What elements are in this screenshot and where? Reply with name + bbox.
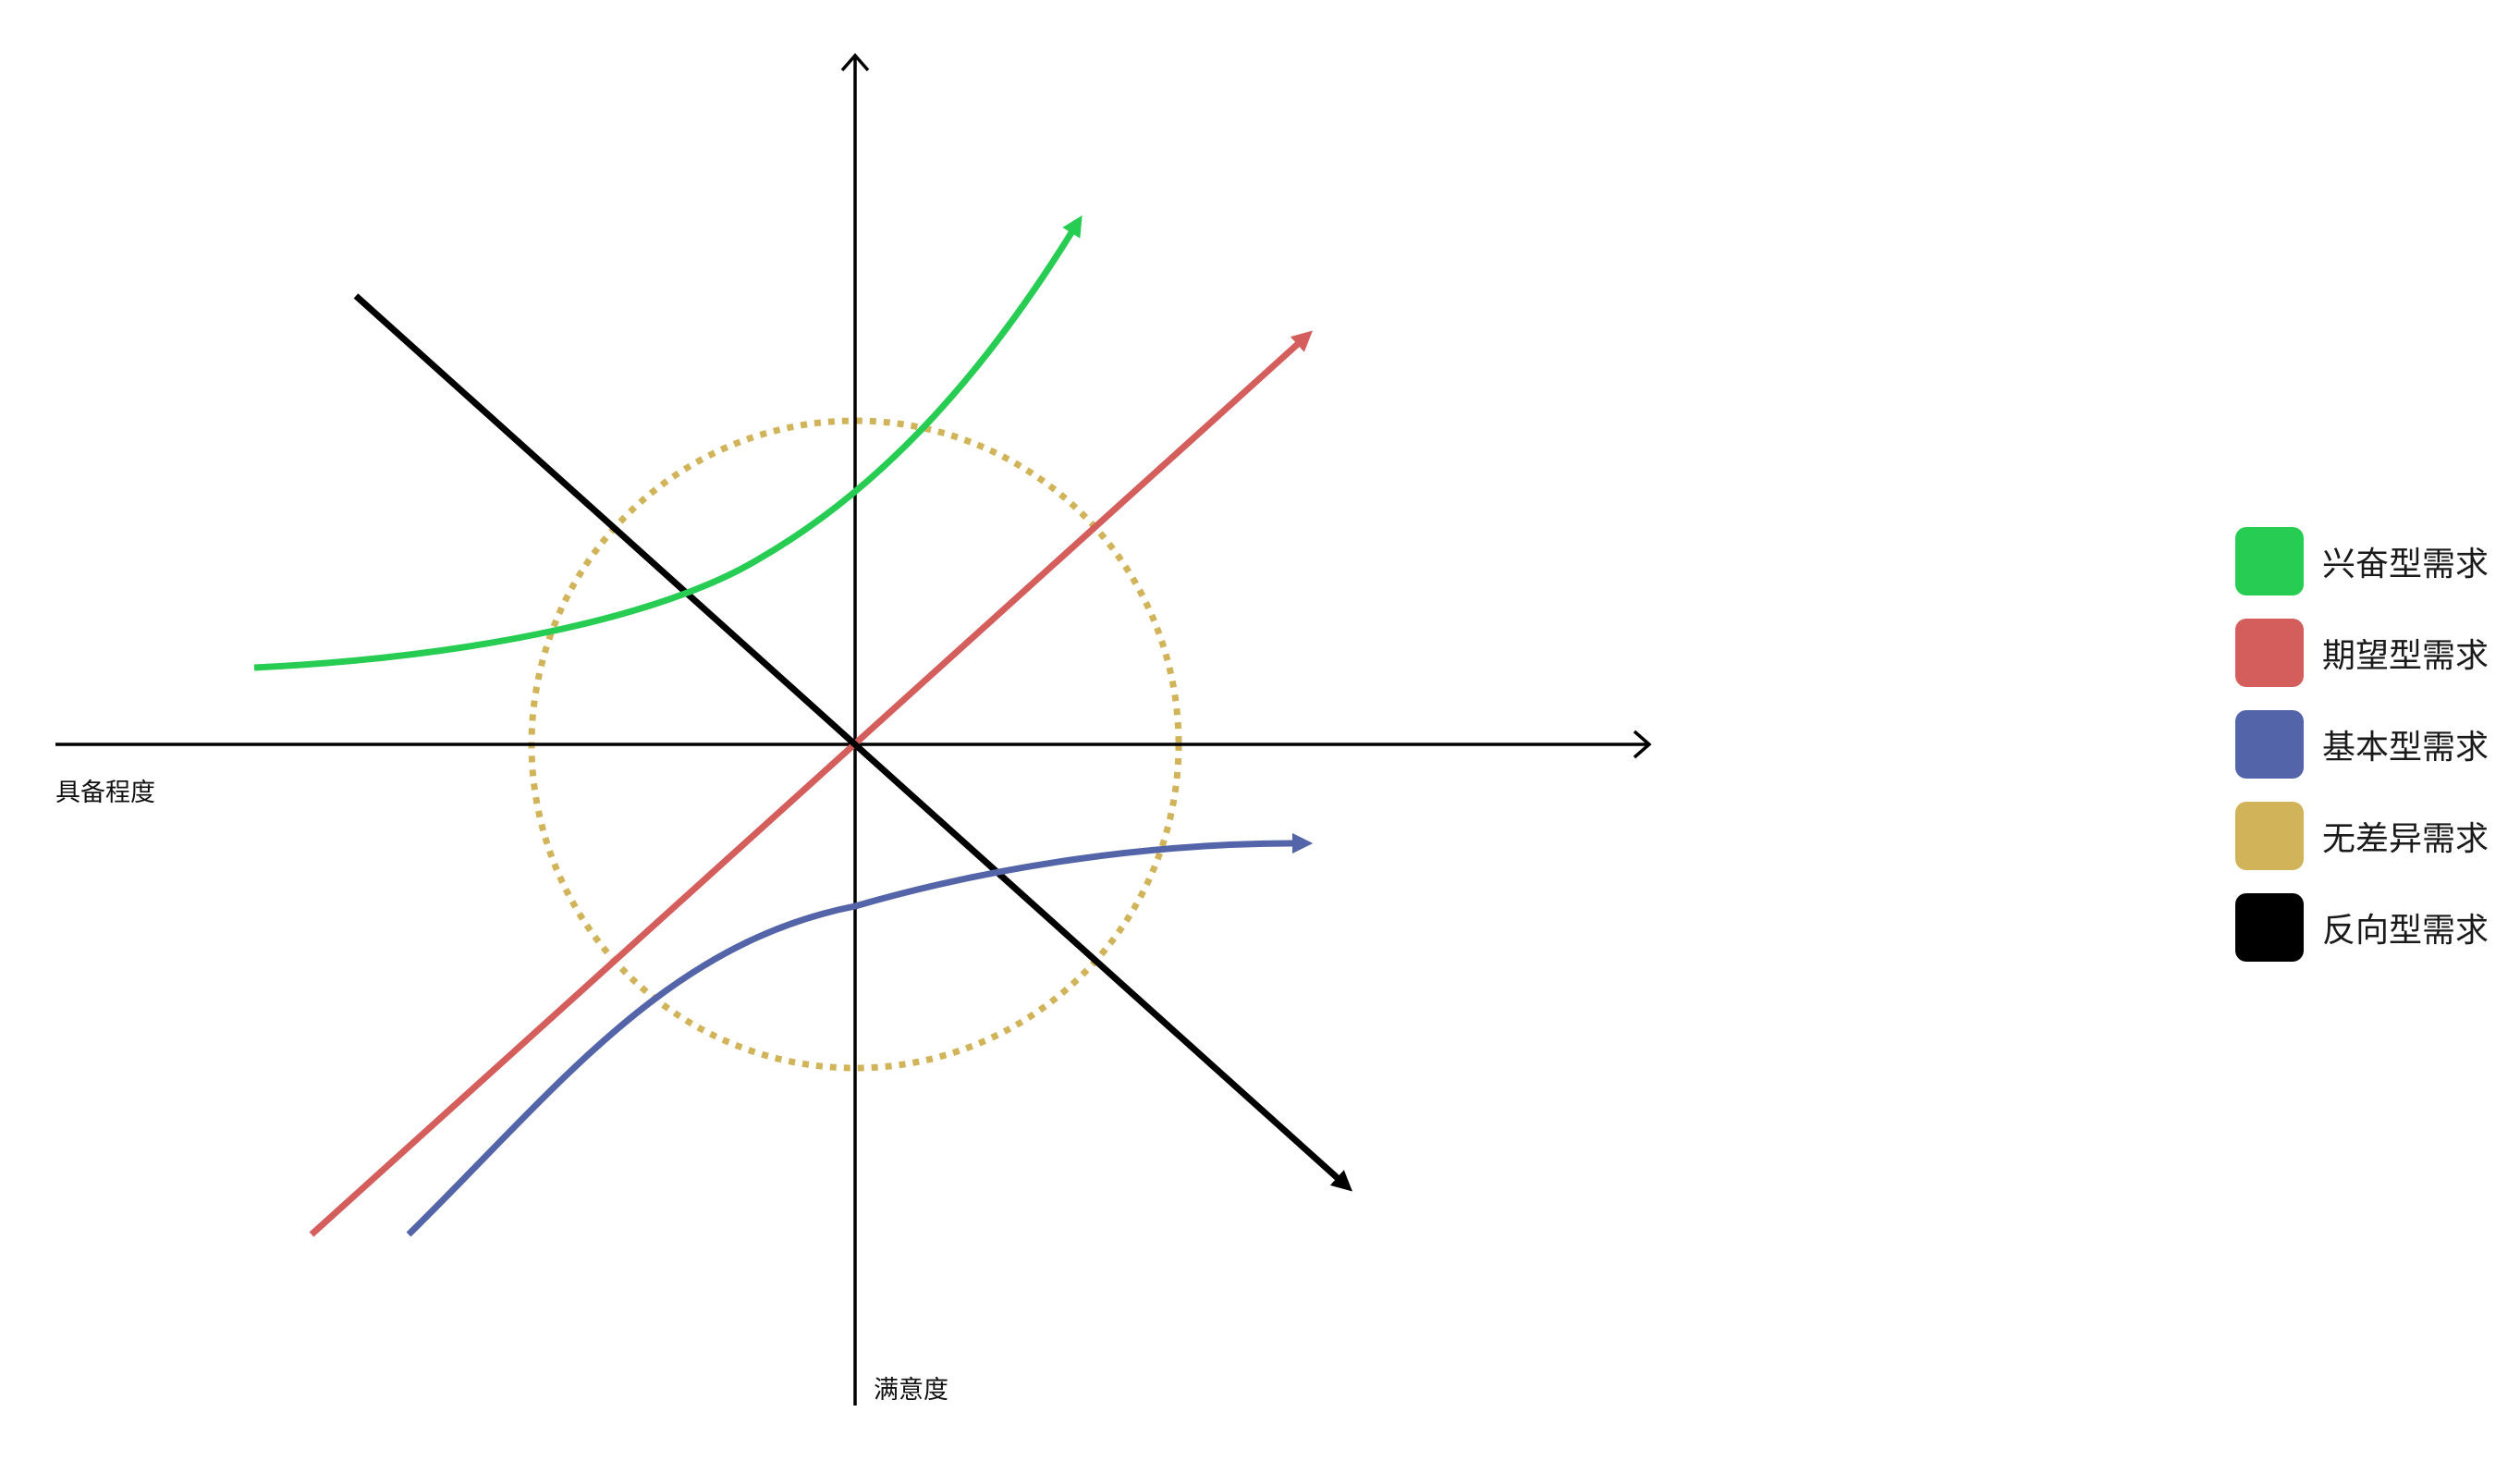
legend: 兴奋型需求 期望型需求 基本型需求 无差异需求 反向型需求 <box>2235 527 2513 985</box>
reverse-requirement-line <box>353 293 1352 1192</box>
legend-swatch-excitement <box>2235 527 2304 595</box>
legend-swatch-expected <box>2235 619 2304 687</box>
legend-label-expected: 期望型需求 <box>2322 637 2489 675</box>
legend-label-basic: 基本型需求 <box>2322 729 2489 767</box>
legend-swatch-basic <box>2235 710 2304 779</box>
legend-item-expected: 期望型需求 <box>2235 619 2513 687</box>
legend-label-reverse: 反向型需求 <box>2322 912 2489 950</box>
legend-swatch-reverse <box>2235 893 2304 962</box>
legend-swatch-indifferent <box>2235 802 2304 870</box>
x-axis-label: 具备程度 <box>55 779 155 807</box>
legend-item-excitement: 兴奋型需求 <box>2235 527 2513 595</box>
y-axis-label: 满意度 <box>874 1376 948 1405</box>
legend-item-reverse: 反向型需求 <box>2235 893 2513 962</box>
legend-item-indifferent: 无差异需求 <box>2235 802 2513 870</box>
excitement-requirement-curve <box>253 215 1083 671</box>
expected-requirement-line <box>309 330 1313 1237</box>
basic-requirement-curve <box>406 832 1314 1237</box>
y-axis-arrowhead <box>840 53 870 72</box>
legend-item-basic: 基本型需求 <box>2235 710 2513 779</box>
legend-label-indifferent: 无差异需求 <box>2322 820 2489 858</box>
x-axis-arrowhead <box>1633 730 1652 759</box>
legend-label-excitement: 兴奋型需求 <box>2322 546 2489 583</box>
